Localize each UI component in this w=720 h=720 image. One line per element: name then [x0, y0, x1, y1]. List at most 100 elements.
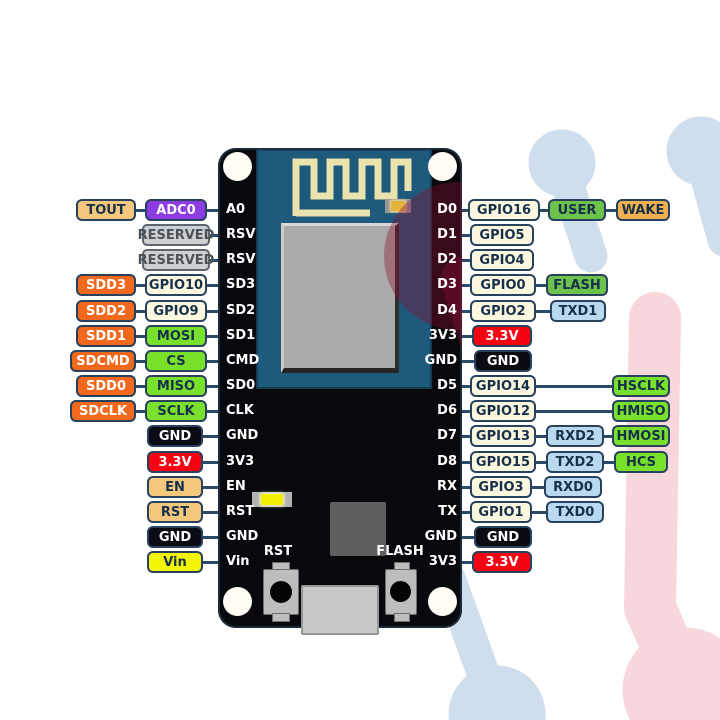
usb-connector: [301, 585, 379, 635]
pin-function-label: GPIO0: [470, 274, 536, 296]
board-pin-name: A0: [226, 202, 246, 217]
board-pin-name: CLK: [226, 403, 254, 418]
pin-function-label: GND: [474, 350, 532, 372]
pin-function-label: MISO: [145, 375, 207, 397]
pin-wire: [462, 385, 641, 388]
board-pin-name: GND: [226, 428, 259, 443]
pin-function-label: GPIO12: [470, 400, 536, 422]
board-pin-name: RST: [226, 504, 255, 519]
mounting-hole: [428, 152, 457, 181]
pin-function-label: GPIO10: [145, 274, 207, 296]
board-surface: [218, 148, 462, 628]
pin-function-label: SDD2: [76, 300, 136, 322]
mounting-hole: [428, 587, 457, 616]
blue-node-decoration: [432, 116, 720, 720]
board-pin-name: Vin: [226, 554, 250, 569]
pin-function-label: GND: [147, 425, 203, 447]
pin-function-label: RXD2: [546, 425, 604, 447]
board-pin-name: D8: [437, 454, 457, 469]
pin-function-label: EN: [147, 476, 203, 498]
board-pin-name: RX: [436, 479, 457, 494]
module-led-icon: [385, 199, 411, 213]
pin-function-label: GPIO15: [470, 451, 536, 473]
pin-function-label: SDCMD: [70, 350, 136, 372]
pin-function-label: TXD0: [546, 501, 604, 523]
board-pin-name: D5: [437, 378, 457, 393]
board-pin-name: SD2: [226, 303, 256, 318]
board-pin-name: D1: [437, 227, 457, 242]
board-pin-name: SD1: [226, 328, 256, 343]
board-pin-name: D4: [437, 303, 457, 318]
usb-serial-chip: [330, 502, 386, 556]
pin-function-label: RESERVED: [138, 249, 214, 271]
pin-wire: [462, 410, 641, 413]
pin-function-label: WAKE: [616, 199, 670, 221]
pin-function-label: SCLK: [145, 400, 207, 422]
pin-function-label: 3.3V: [147, 451, 203, 473]
pin-function-label: MOSI: [145, 325, 207, 347]
pin-function-label: RXD0: [544, 476, 602, 498]
pin-function-label: SDCLK: [70, 400, 136, 422]
pin-function-label: FLASH: [546, 274, 608, 296]
board-pin-name: 3V3: [428, 554, 457, 569]
board-pin-name: GND: [226, 529, 259, 544]
mounting-hole: [223, 587, 252, 616]
board-pin-name: SD0: [226, 378, 256, 393]
pin-function-label: SDD3: [76, 274, 136, 296]
pin-function-label: GPIO2: [470, 300, 536, 322]
pin-function-label: GPIO5: [470, 224, 534, 246]
board-pin-name: TX: [438, 504, 457, 519]
flash-button: [394, 613, 410, 622]
pin-function-label: GPIO16: [468, 199, 540, 221]
board-pin-name: SD3: [226, 277, 256, 292]
pin-function-label: RESERVED: [138, 224, 214, 246]
board-pin-name: GND: [424, 529, 457, 544]
rst-button-label: RST: [263, 544, 293, 559]
pin-function-label: RST: [147, 501, 203, 523]
pin-function-label: GND: [147, 526, 203, 548]
pin-function-label: HMOSI: [612, 425, 670, 447]
flash-button: [390, 581, 411, 602]
pin-function-label: GPIO3: [470, 476, 532, 498]
pin-function-label: ADC0: [145, 199, 207, 221]
board-pin-name: D3: [437, 277, 457, 292]
mounting-hole: [223, 152, 252, 181]
board-pin-name: GND: [424, 353, 457, 368]
pin-function-label: GPIO13: [470, 425, 536, 447]
pin-function-label: GPIO9: [145, 300, 207, 322]
pin-function-label: SDD1: [76, 325, 136, 347]
pin-function-label: 3.3V: [472, 551, 532, 573]
pin-function-label: SDD0: [76, 375, 136, 397]
board-pin-name: D0: [437, 202, 457, 217]
board-pin-name: D2: [437, 252, 457, 267]
pin-function-label: HCS: [614, 451, 668, 473]
board-pin-name: RSV: [226, 252, 256, 267]
status-led-icon: [252, 492, 292, 507]
pin-function-label: HMISO: [612, 400, 670, 422]
pin-function-label: TXD2: [546, 451, 604, 473]
pin-function-label: TXD1: [550, 300, 606, 322]
board-pin-name: RSV: [226, 227, 256, 242]
pin-function-label: GPIO1: [470, 501, 532, 523]
esp-module-shield: [281, 223, 399, 373]
board-pin-name: 3V3: [428, 328, 457, 343]
wifi-antenna-trace: [292, 158, 412, 217]
pin-function-label: GND: [474, 526, 532, 548]
board-pin-name: 3V3: [226, 454, 255, 469]
board-pin-name: D7: [437, 428, 457, 443]
pin-function-label: 3.3V: [472, 325, 532, 347]
board-pin-name: D6: [437, 403, 457, 418]
pin-function-label: GPIO4: [470, 249, 534, 271]
board-pin-name: CMD: [226, 353, 260, 368]
pin-function-label: GPIO14: [470, 375, 536, 397]
pin-function-label: HSCLK: [612, 375, 670, 397]
rst-button: [270, 581, 292, 603]
pin-function-label: TOUT: [76, 199, 136, 221]
pin-function-label: CS: [145, 350, 207, 372]
board-pin-name: EN: [226, 479, 246, 494]
flash-button-label: FLASH: [376, 544, 424, 559]
rst-button: [272, 613, 290, 622]
pin-function-label: Vin: [147, 551, 203, 573]
